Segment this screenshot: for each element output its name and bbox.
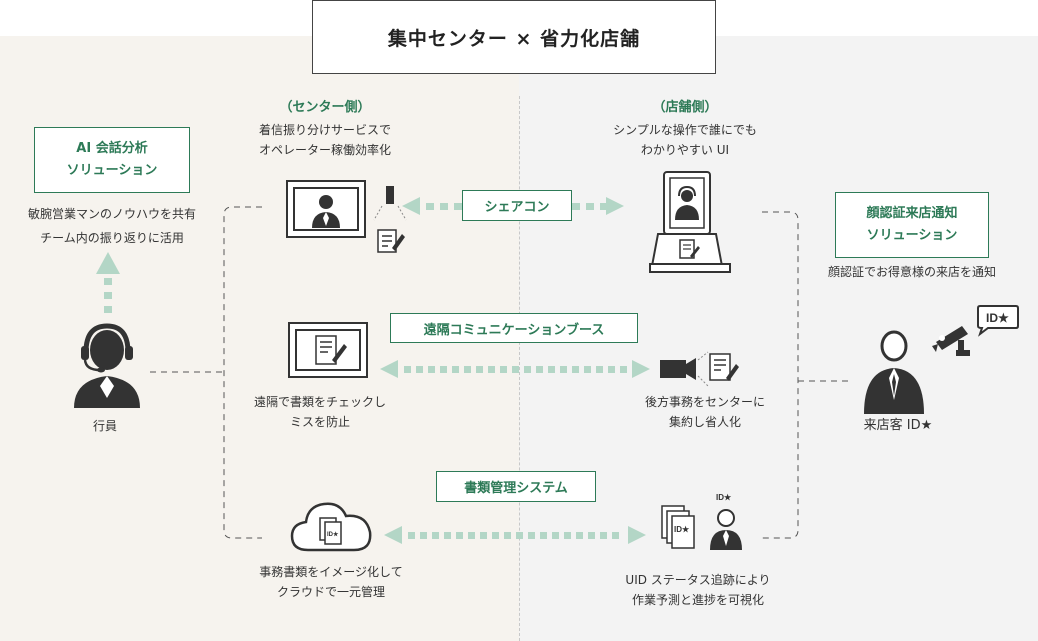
visitor-label: 来店客 ID★	[863, 418, 933, 433]
ai-solution-desc: 敏腕営業マンのノウハウを共有 チーム内の振り返りに活用	[10, 202, 214, 250]
arrow-dot	[548, 366, 555, 373]
back-office-caption: 後方事務をセンターに 集約し省人化	[620, 392, 790, 432]
arrow-dot	[564, 532, 571, 539]
camera-id-tag: ID★	[986, 311, 1009, 325]
visitor-person-icon	[862, 330, 926, 414]
arrow-dot	[536, 366, 543, 373]
arrow-dot	[512, 366, 519, 373]
remote-booth-label: 遠隔コミュニケーションブース	[390, 313, 638, 343]
arrow-dot	[600, 532, 607, 539]
center-side-caption-line: オペレーター稼働効率化	[258, 143, 391, 157]
remote-check-caption: 遠隔で書類をチェックし ミスを防止	[230, 392, 410, 432]
arrow-dot	[432, 532, 439, 539]
doc-image-caption-line: クラウドで一元管理	[276, 585, 385, 599]
arrow-dot	[404, 366, 411, 373]
arrow-dot	[468, 532, 475, 539]
arrow-dot	[516, 532, 523, 539]
ai-solution-box-line: AI 会話分析	[76, 141, 148, 156]
center-side-caption-line: 着信振り分けサービスで	[258, 123, 391, 137]
face-solution-box: 顔認証来店通知 ソリューション	[835, 192, 989, 258]
center-divider-line	[519, 96, 520, 641]
uid-status-caption-line: UID ステータス追跡により	[625, 573, 771, 587]
camera-id-tag-bubble: ID★	[976, 304, 1020, 337]
security-camera-icon	[930, 318, 986, 362]
tracked-person-icon: ID★	[706, 490, 746, 552]
arrow-dot	[560, 366, 567, 373]
ai-solution-desc-line: チーム内の振り返りに活用	[40, 231, 184, 245]
face-solution-box-line: ソリューション	[866, 228, 958, 243]
arrow-dot	[476, 366, 483, 373]
uid-status-caption: UID ステータス追跡により 作業予測と進捗を可視化	[598, 570, 798, 610]
store-kiosk-icon	[648, 170, 732, 274]
arrow-dot	[480, 532, 487, 539]
arrow-dot	[440, 366, 447, 373]
arrow-dot	[584, 366, 591, 373]
center-monitor-icon	[286, 180, 366, 238]
remote-check-caption-line: ミスを防止	[289, 415, 350, 429]
remote-check-monitor-icon	[288, 322, 368, 378]
arrow-dot	[540, 532, 547, 539]
cloud-doc-id-tag: ID★	[327, 531, 339, 538]
left-bracket-connector	[223, 206, 262, 539]
store-side-heading: （店舗側）	[652, 100, 718, 115]
person-id-tag: ID★	[716, 493, 732, 502]
documents-id-tag: ID★	[674, 525, 690, 534]
arrow-dot	[588, 532, 595, 539]
arrow-dot	[576, 532, 583, 539]
arrow-dot	[456, 532, 463, 539]
ai-solution-box-line: ソリューション	[66, 163, 158, 178]
arrow-dot	[500, 366, 507, 373]
tracked-documents-icon: ID★	[660, 504, 696, 552]
arrow-dot	[612, 532, 619, 539]
arrow-dot	[572, 366, 579, 373]
arrow-dot	[620, 366, 627, 373]
back-office-caption-line: 後方事務をセンターに	[644, 395, 765, 409]
arrow-dot	[596, 366, 603, 373]
remote-check-caption-line: 遠隔で書類をチェックし	[253, 395, 386, 409]
face-solution-desc: 顔認証でお得意様の来店を通知	[827, 265, 996, 279]
arrow-dot	[524, 366, 531, 373]
arrow-dot	[528, 532, 535, 539]
face-solution-box-line: 顔認証来店通知	[866, 206, 958, 221]
center-side-caption: 着信振り分けサービスで オペレーター稼働効率化	[228, 120, 422, 160]
arrow-dot	[492, 532, 499, 539]
back-office-caption-line: 集約し省人化	[668, 415, 741, 429]
arrow-dot	[464, 366, 471, 373]
arrow-dot	[608, 366, 615, 373]
arrow-dot	[552, 532, 559, 539]
arrow-dot	[444, 532, 451, 539]
arrow-dot	[488, 366, 495, 373]
diagram-title: 集中センター × 省力化店舗	[312, 0, 716, 74]
doc-image-caption: 事務書類をイメージ化して クラウドで一元管理	[236, 562, 426, 602]
up-arrow-ai	[96, 252, 120, 313]
document-camera-icon	[370, 186, 410, 256]
staff-label: 行員	[92, 419, 117, 433]
arrow-dot	[504, 532, 511, 539]
share-con-arrow	[402, 197, 624, 215]
uid-status-caption-line: 作業予測と進捗を可視化	[631, 593, 764, 607]
cloud-storage-icon: ID★	[290, 498, 374, 554]
arrow-dot	[408, 532, 415, 539]
staff-headset-icon	[68, 322, 146, 408]
arrow-dot	[420, 532, 427, 539]
right-bracket-connector	[762, 211, 799, 539]
share-con-label: シェアコン	[462, 190, 572, 221]
arrow-dot	[428, 366, 435, 373]
doc-image-caption-line: 事務書類をイメージ化して	[259, 565, 403, 579]
ai-solution-box: AI 会話分析 ソリューション	[34, 127, 190, 193]
doc-system-arrow	[384, 526, 646, 544]
store-side-caption-line: シンプルな操作で誰にでも	[613, 123, 757, 137]
center-side-heading: （センター側）	[279, 100, 371, 115]
arrow-dot	[452, 366, 459, 373]
ai-solution-desc-line: 敏腕営業マンのノウハウを共有	[27, 207, 196, 221]
doc-system-label: 書類管理システム	[436, 471, 596, 502]
remote-booth-arrow	[380, 360, 650, 378]
store-side-caption-line: わかりやすい UI	[640, 143, 730, 157]
back-office-camera-icon	[658, 346, 742, 390]
store-side-caption: シンプルな操作で誰にでも わかりやすい UI	[590, 120, 780, 160]
arrow-dot	[416, 366, 423, 373]
